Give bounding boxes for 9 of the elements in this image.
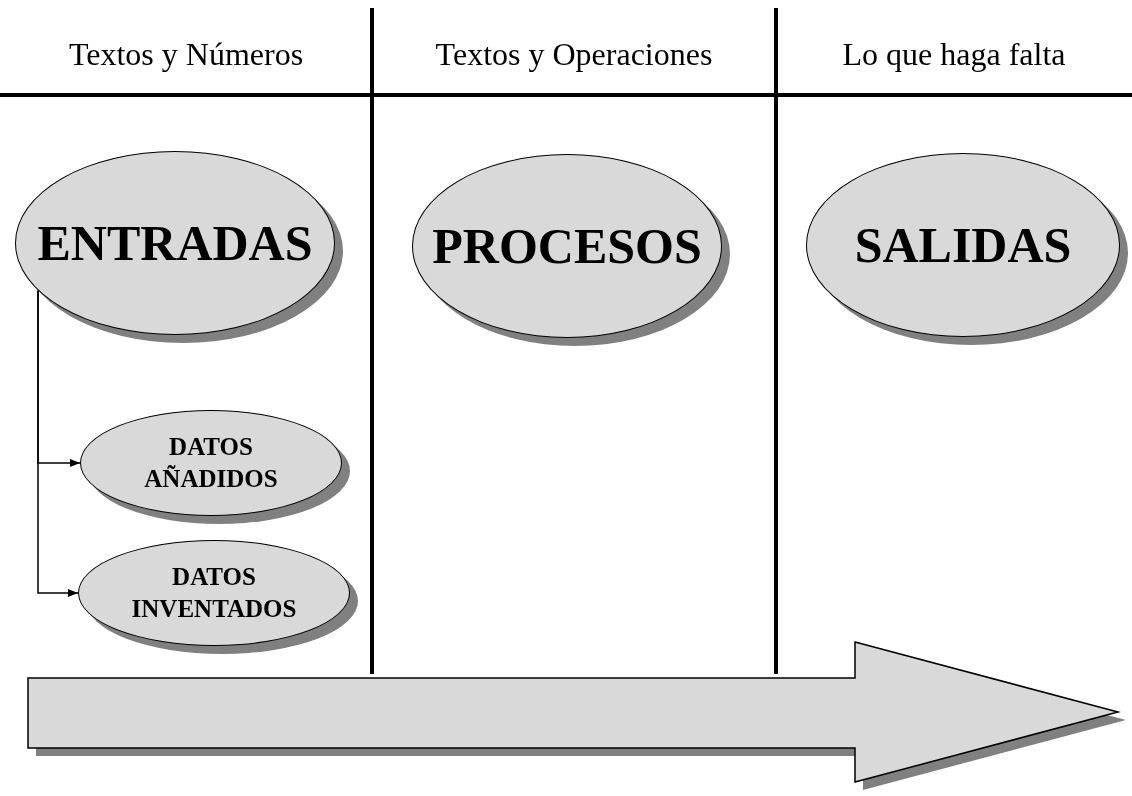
arrow bbox=[37, 289, 79, 597]
column-heading: Lo que haga falta bbox=[842, 35, 1066, 74]
column-heading: Textos y Números bbox=[68, 35, 304, 74]
column-heading: Textos y Operaciones bbox=[435, 35, 713, 74]
node-label: PROCESOS bbox=[432, 218, 702, 274]
node-label: ENTRADAS bbox=[37, 215, 313, 271]
node-label: DATOS INVENTADOS bbox=[130, 562, 298, 624]
node-label: DATOS AÑADIDOS bbox=[143, 432, 279, 494]
node-label: SALIDAS bbox=[854, 217, 1072, 273]
